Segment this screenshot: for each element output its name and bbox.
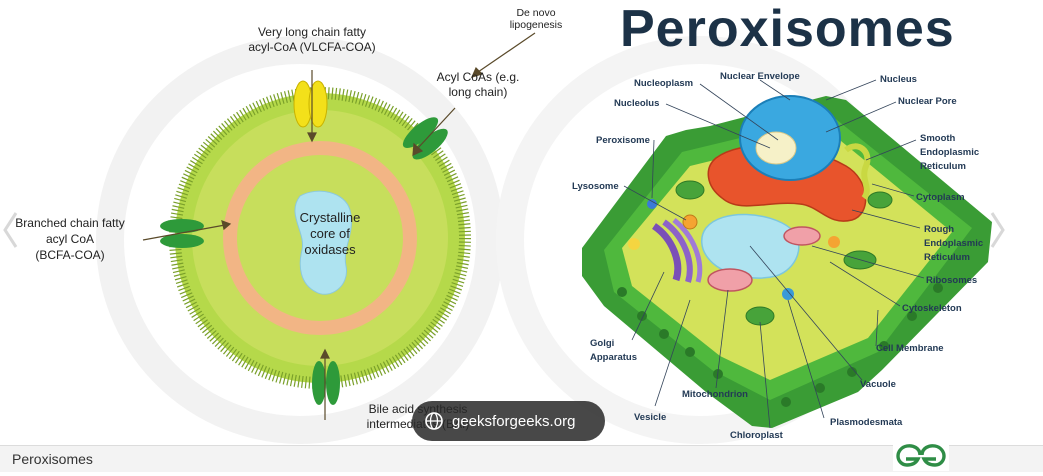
core-label-3: oxidases	[304, 242, 356, 257]
carousel-next-button[interactable]	[986, 205, 1008, 255]
bcfa-transporter	[160, 219, 204, 248]
diagram-canvas: Crystalline core of oxidases	[15, 0, 992, 444]
label-plasmodesmata: Plasmodesmata	[830, 417, 903, 428]
peroxisome-ring	[223, 141, 417, 335]
carousel-prev-button[interactable]	[0, 205, 22, 255]
label-nuclear-envelope: Nuclear Envelope	[720, 71, 800, 82]
denovo-label-1: De novo	[516, 7, 555, 19]
vesicle-orange	[828, 236, 840, 248]
label-rough-er-3: Reticulum	[924, 252, 970, 263]
label-cytoskeleton: Cytoskeleton	[902, 303, 962, 314]
label-nuclear-pore: Nuclear Pore	[898, 96, 957, 107]
diagram-stage: Crystalline core of oxidases	[15, 0, 992, 444]
label-mitochondrion: Mitochondrion	[682, 389, 748, 400]
arrows	[142, 32, 536, 420]
gfg-logo[interactable]	[893, 441, 949, 471]
denovo-label-2: lipogenesis	[510, 19, 563, 31]
nucleolus	[755, 131, 797, 165]
chevron-left-icon	[3, 212, 18, 248]
golgi-apparatus	[651, 218, 703, 283]
label-chloroplast: Chloroplast	[730, 430, 784, 441]
label-smooth-er-3: Reticulum	[920, 161, 966, 172]
vlcfa-transporter	[293, 80, 328, 128]
acyl-label-1: Acyl CoAs (e.g.	[437, 70, 520, 84]
vlcfa-label-1: Very long chain fatty	[258, 25, 366, 39]
watermark-pill: geeksforgeeks.org	[412, 401, 605, 441]
plant-cell-diagram: Nucleoplasm Nuclear Envelope Nucleus Nuc…	[572, 71, 992, 441]
label-ribosomes: Ribosomes	[926, 275, 977, 286]
chevron-right-icon	[990, 212, 1005, 248]
bcfa-label-2: acyl CoA	[46, 232, 94, 246]
label-nucleolus: Nucleolus	[614, 98, 659, 109]
globe-icon	[425, 412, 443, 430]
vesicle-yellow	[628, 238, 640, 250]
label-cytoplasm: Cytoplasm	[916, 192, 965, 203]
mitochondria	[707, 226, 821, 292]
crystalline-core	[294, 190, 352, 295]
acyl-label-2: long chain)	[449, 85, 508, 99]
caption-bar: Peroxisomes	[0, 445, 1043, 472]
smooth-er	[844, 143, 871, 200]
label-smooth-er-1: Smooth	[920, 133, 956, 144]
label-golgi-2: Apparatus	[590, 352, 637, 363]
caption-text: Peroxisomes	[12, 451, 93, 467]
label-vesicle: Vesicle	[634, 412, 666, 423]
peroxisome-diagram: Crystalline core of oxidases	[15, 7, 562, 431]
gfg-logo-icon	[896, 444, 946, 467]
pointer-lines	[623, 79, 925, 429]
bcfa-label-3: (BCFA-COA)	[35, 248, 104, 262]
core-label-2: core of	[310, 226, 350, 241]
label-nucleus: Nucleus	[880, 74, 917, 85]
watermark-text: geeksforgeeks.org	[452, 412, 576, 430]
label-rough-er-2: Endoplasmic	[924, 238, 983, 249]
label-golgi-1: Golgi	[590, 338, 614, 349]
lysosome	[682, 214, 698, 230]
label-cell-membrane: Cell Membrane	[876, 343, 944, 354]
peroxisome-organelle	[647, 199, 657, 209]
vlcfa-label-2: acyl-CoA (VLCFA-COA)	[248, 40, 375, 54]
label-vacuole: Vacuole	[860, 379, 896, 390]
vesicle	[782, 288, 794, 300]
bg-watermark-ring	[96, 36, 504, 444]
bcfa-label-1: Branched chain fatty	[15, 216, 124, 230]
label-smooth-er-2: Endoplasmic	[920, 147, 979, 158]
label-peroxisome: Peroxisome	[596, 135, 650, 146]
label-nucleoplasm: Nucleoplasm	[634, 78, 693, 89]
label-lysosome: Lysosome	[572, 181, 619, 192]
bile-transporter	[312, 361, 340, 405]
label-rough-er-1: Rough	[924, 224, 954, 235]
core-label-1: Crystalline	[300, 210, 361, 225]
page-title: Peroxisomes	[620, 0, 955, 58]
